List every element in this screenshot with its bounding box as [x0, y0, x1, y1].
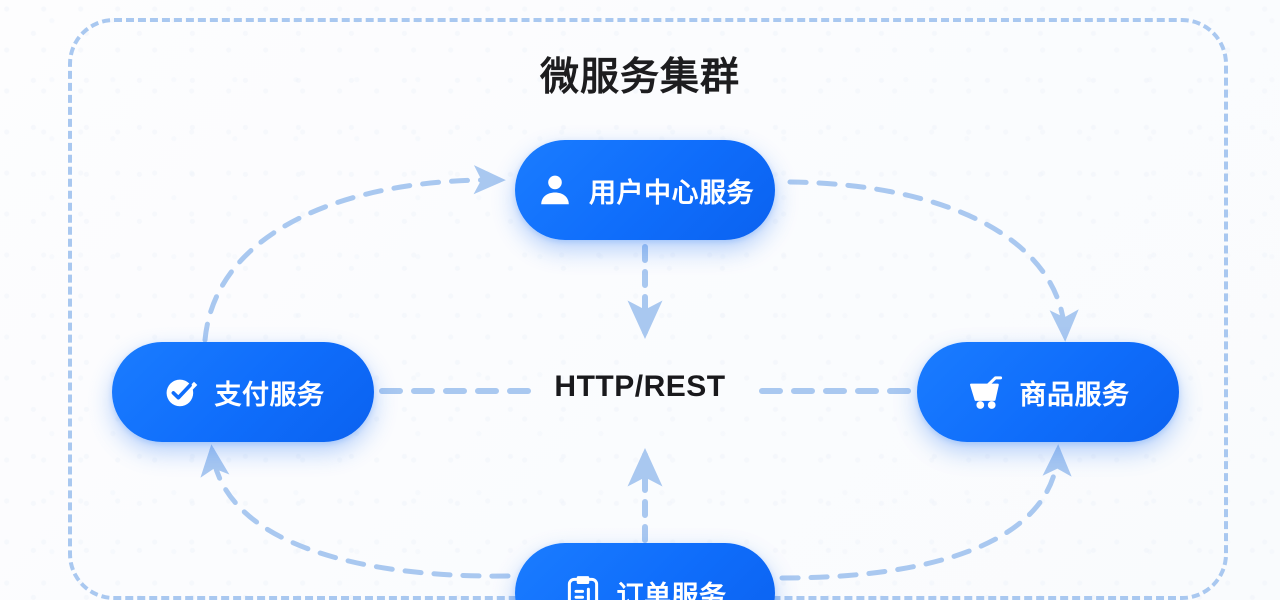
service-node-order-label: 订单服务: [616, 580, 727, 600]
service-node-user[interactable]: 用户中心服务: [515, 140, 775, 240]
service-node-user-label: 用户中心服务: [589, 177, 754, 208]
user-icon: [536, 171, 574, 209]
connector-user-to-product: [787, 179, 1079, 342]
hub-protocol-label: HTTP/REST: [554, 370, 726, 403]
service-node-product[interactable]: 商品服务: [917, 342, 1179, 442]
clipboard-icon: [564, 574, 602, 600]
service-node-order[interactable]: 订单服务: [515, 543, 775, 600]
service-node-payment[interactable]: 支付服务: [112, 342, 374, 442]
service-node-product-label: 商品服务: [1019, 379, 1130, 410]
page-title: 微服务集群: [539, 56, 740, 99]
connector-order-to-payment: [200, 444, 511, 579]
check-circle-icon: [162, 373, 200, 411]
connector-payment-to-user: [202, 165, 506, 343]
connector-order-to-product: [779, 444, 1072, 581]
shopping-cart-icon: [967, 373, 1005, 411]
service-node-payment-label: 支付服务: [214, 379, 325, 410]
